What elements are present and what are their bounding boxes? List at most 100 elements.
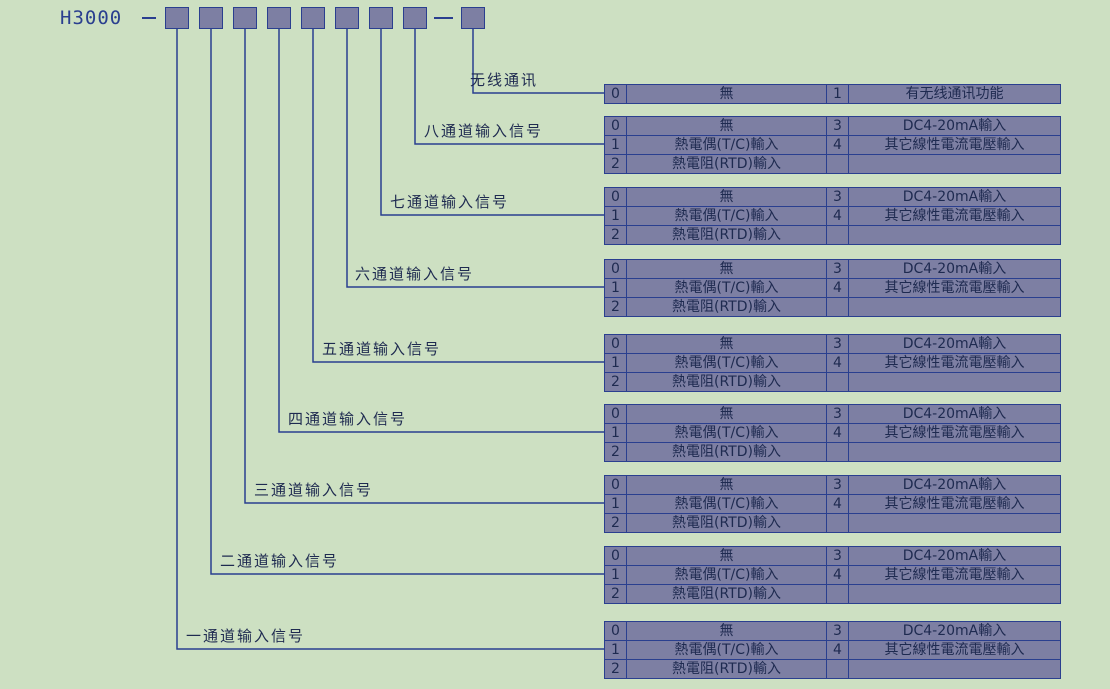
option-cell: 熱電阻(RTD)輸入 — [626, 154, 827, 174]
connector-line — [414, 29, 604, 145]
option-cell: 1 — [604, 206, 627, 226]
connector-line — [472, 29, 604, 94]
model-prefix: H3000 — [60, 7, 123, 29]
option-cell: DC4-20mA輸入 — [848, 621, 1061, 641]
option-cell: DC4-20mA輸入 — [848, 334, 1061, 354]
option-cell: 其它線性電流電壓輸入 — [848, 135, 1061, 155]
option-cell: 3 — [826, 404, 849, 424]
option-cell: 3 — [826, 475, 849, 495]
option-cell: 無 — [626, 404, 827, 424]
option-cell: 1 — [826, 84, 849, 104]
option-cell: 無 — [626, 187, 827, 207]
option-cell: 4 — [826, 565, 849, 585]
option-cell: 無 — [626, 259, 827, 279]
code-box — [233, 7, 257, 29]
connector-line — [346, 29, 604, 288]
option-cell: 2 — [604, 513, 627, 533]
option-cell: 4 — [826, 135, 849, 155]
code-box — [369, 7, 393, 29]
option-cell: DC4-20mA輸入 — [848, 475, 1061, 495]
channel-label: 四通道输入信号 — [288, 410, 408, 428]
option-cell: 2 — [604, 297, 627, 317]
option-cell: 1 — [604, 565, 627, 585]
option-cell: 0 — [604, 259, 627, 279]
option-cell — [848, 513, 1061, 533]
code-box — [301, 7, 325, 29]
option-cell — [826, 297, 849, 317]
option-cell: 4 — [826, 353, 849, 373]
option-cell: 3 — [826, 259, 849, 279]
option-cell: DC4-20mA輸入 — [848, 404, 1061, 424]
option-cell: 其它線性電流電壓輸入 — [848, 423, 1061, 443]
option-cell: 無 — [626, 334, 827, 354]
option-cell: 3 — [826, 187, 849, 207]
option-cell: 其它線性電流電壓輸入 — [848, 640, 1061, 660]
option-cell: 3 — [826, 334, 849, 354]
option-cell: DC4-20mA輸入 — [848, 259, 1061, 279]
option-cell: 4 — [826, 423, 849, 443]
code-box — [199, 7, 223, 29]
option-cell: 其它線性電流電壓輸入 — [848, 206, 1061, 226]
option-cell: 1 — [604, 494, 627, 514]
option-cell: 無 — [626, 84, 827, 104]
option-cell — [826, 659, 849, 679]
option-cell: 2 — [604, 372, 627, 392]
option-cell: 其它線性電流電壓輸入 — [848, 278, 1061, 298]
option-cell — [848, 442, 1061, 462]
channel-label: 七通道输入信号 — [390, 193, 510, 211]
channel-label: 三通道输入信号 — [254, 481, 374, 499]
option-cell: 2 — [604, 225, 627, 245]
option-cell: 0 — [604, 546, 627, 566]
option-cell: 熱電偶(T/C)輸入 — [626, 278, 827, 298]
option-cell: 無 — [626, 116, 827, 136]
option-cell: 0 — [604, 475, 627, 495]
option-cell: 1 — [604, 423, 627, 443]
code-box — [267, 7, 291, 29]
option-cell: 0 — [604, 116, 627, 136]
connector-line — [312, 29, 604, 363]
option-cell: 3 — [826, 116, 849, 136]
option-cell: 2 — [604, 584, 627, 604]
option-cell — [848, 297, 1061, 317]
option-cell: DC4-20mA輸入 — [848, 187, 1061, 207]
option-cell: 2 — [604, 154, 627, 174]
option-cell: 1 — [604, 353, 627, 373]
channel-label: 二通道输入信号 — [220, 552, 340, 570]
option-cell: 熱電阻(RTD)輸入 — [626, 225, 827, 245]
option-cell: 熱電偶(T/C)輸入 — [626, 353, 827, 373]
connector-line — [380, 29, 604, 216]
option-cell: 0 — [604, 187, 627, 207]
option-cell: 0 — [604, 404, 627, 424]
option-cell: 熱電偶(T/C)輸入 — [626, 565, 827, 585]
option-cell: 0 — [604, 621, 627, 641]
connector-line — [176, 29, 604, 650]
option-cell — [826, 584, 849, 604]
option-cell: 熱電阻(RTD)輸入 — [626, 297, 827, 317]
separator-dash — [142, 17, 156, 19]
option-cell — [848, 372, 1061, 392]
option-cell: 0 — [604, 84, 627, 104]
option-cell — [848, 584, 1061, 604]
separator-dash — [434, 17, 453, 19]
option-cell: 熱電偶(T/C)輸入 — [626, 640, 827, 660]
option-cell: 熱電阻(RTD)輸入 — [626, 442, 827, 462]
connector-line — [210, 29, 604, 575]
